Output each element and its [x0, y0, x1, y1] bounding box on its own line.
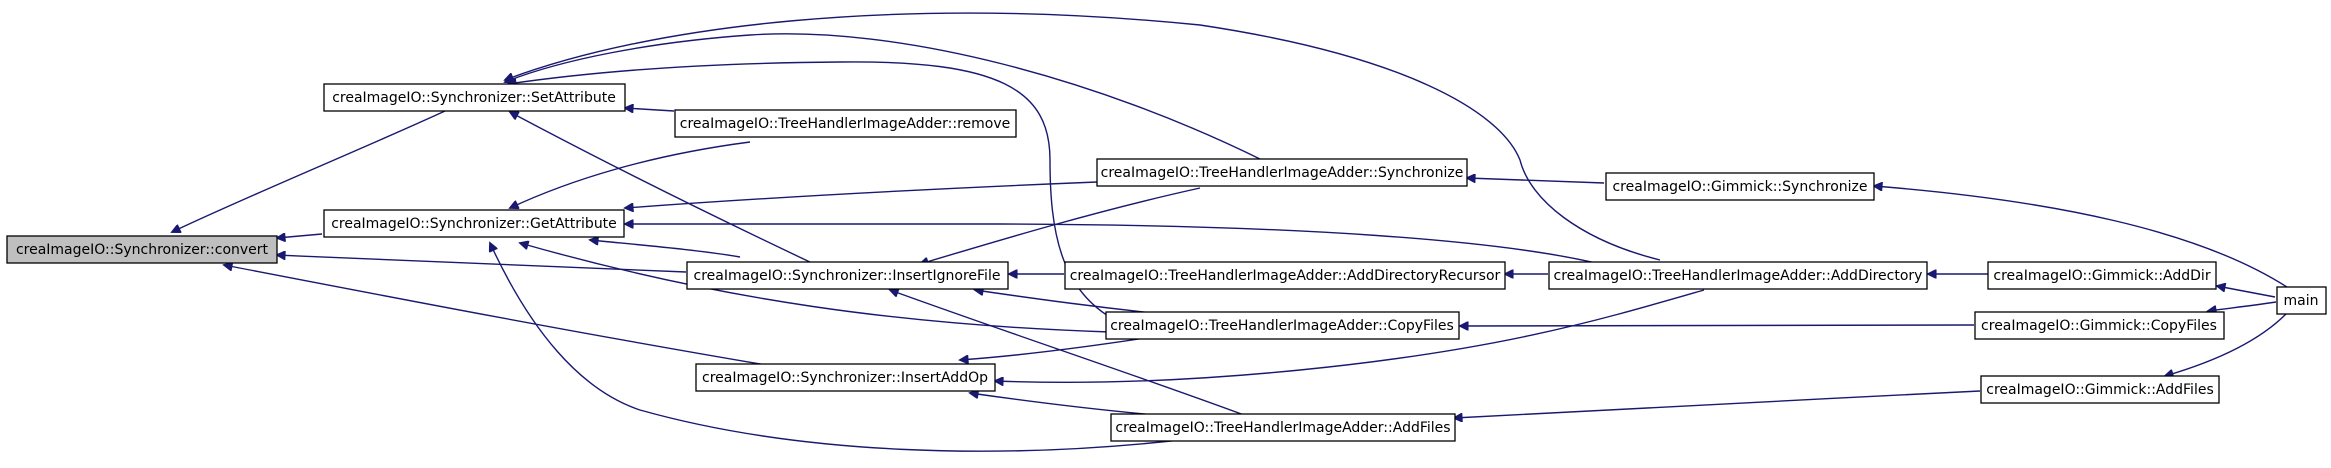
edge-remove-setattr [625, 108, 675, 111]
node-gimmick-adddir[interactable]: creaImageIO::Gimmick::AddDir [1987, 261, 2217, 290]
edge-insertaddop-convert [224, 265, 767, 366]
node-label: creaImageIO::TreeHandlerImageAdder::AddD… [1554, 268, 1923, 284]
node-insertaddop[interactable]: creaImageIO::Synchronizer::InsertAddOp [695, 363, 996, 392]
edge-thiasync-getattr [625, 181, 1098, 208]
edge-adddir-getattr [625, 224, 1601, 265]
node-label: main [2284, 293, 2319, 309]
node-thia-adddirectoryrecursor[interactable]: creaImageIO::TreeHandlerImageAdder::AddD… [1064, 261, 1506, 290]
edge-copyfiles-setattr [508, 61, 1116, 321]
node-label: creaImageIO::Synchronizer::GetAttribute [331, 216, 617, 232]
edge-setattr-convert [172, 110, 446, 232]
node-label: creaImageIO::Gimmick::AddFiles [1986, 382, 2214, 398]
edge-gaddfiles-addfiles [1454, 390, 1981, 418]
edge-insertignore-convert [277, 255, 687, 273]
edge-thiasync-insertignore [920, 187, 1201, 264]
node-label: creaImageIO::Synchronizer::SetAttribute [332, 90, 616, 106]
node-getattr[interactable]: creaImageIO::Synchronizer::GetAttribute [323, 209, 625, 238]
node-remove[interactable]: creaImageIO::TreeHandlerImageAdder::remo… [674, 109, 1017, 138]
node-label: creaImageIO::TreeHandlerImageAdder::AddD… [1070, 268, 1501, 284]
edge-adddir-insertaddop [995, 289, 1705, 382]
node-convert[interactable]: creaImageIO::Synchronizer::convert [6, 235, 278, 264]
node-thia-adddirectory[interactable]: creaImageIO::TreeHandlerImageAdder::AddD… [1548, 261, 1928, 290]
edge-insertignore-setattr [510, 112, 813, 264]
edge-addfiles-insertaddop [970, 393, 1156, 416]
node-label: creaImageIO::TreeHandlerImageAdder::Sync… [1101, 165, 1464, 181]
node-label: creaImageIO::Gimmick::AddDir [1993, 268, 2210, 284]
edge-copyfiles-insertaddop [960, 336, 1153, 360]
node-thia-copyfiles[interactable]: creaImageIO::TreeHandlerImageAdder::Copy… [1105, 311, 1460, 340]
node-label: creaImageIO::TreeHandlerImageAdder::remo… [680, 116, 1010, 132]
node-label: creaImageIO::Synchronizer::InsertAddOp [702, 370, 988, 386]
node-gimmick-addfiles[interactable]: creaImageIO::Gimmick::AddFiles [1980, 375, 2220, 404]
edge-gsync-thiasync [1467, 178, 1605, 184]
edge-adddir-setattr [505, 12, 1661, 261]
node-setattr[interactable]: creaImageIO::Synchronizer::SetAttribute [323, 83, 626, 112]
node-thia-synchronize[interactable]: creaImageIO::TreeHandlerImageAdder::Sync… [1096, 158, 1468, 187]
edge-main-gcopyfiles [2208, 301, 2277, 311]
node-label: creaImageIO::Synchronizer::InsertIgnoreF… [694, 268, 1001, 284]
node-gimmick-copyfiles[interactable]: creaImageIO::Gimmick::CopyFiles [1974, 311, 2225, 340]
edge-main-gaddfiles [2165, 313, 2287, 376]
node-insertignore[interactable]: creaImageIO::Synchronizer::InsertIgnoreF… [686, 261, 1009, 290]
edge-main-gsync [1874, 186, 2291, 290]
edge-addfiles-insertignore [890, 290, 1245, 416]
edge-thiasync-setattr [505, 33, 1263, 161]
node-label: creaImageIO::TreeHandlerImageAdder::AddF… [1115, 420, 1450, 436]
node-label: creaImageIO::Synchronizer::convert [16, 242, 269, 258]
node-label: creaImageIO::Gimmick::CopyFiles [1981, 318, 2217, 334]
edge-gcopyfiles-copyfiles [1460, 325, 1975, 326]
edges [172, 12, 2291, 452]
edge-addfiles-getattr [490, 243, 1181, 452]
edge-insertignore-getattr [590, 240, 741, 258]
node-gimmick-synchronize[interactable]: creaImageIO::Gimmick::Synchronize [1605, 172, 1875, 201]
edge-remove-getattr [510, 141, 751, 208]
edge-copyfiles-getattr [520, 243, 1111, 333]
node-label: creaImageIO::TreeHandlerImageAdder::Copy… [1110, 318, 1454, 334]
edge-getattr-convert [277, 234, 323, 238]
node-main[interactable]: main [2276, 286, 2327, 315]
node-label: creaImageIO::Gimmick::Synchronize [1612, 179, 1867, 195]
node-thia-addfiles[interactable]: creaImageIO::TreeHandlerImageAdder::AddF… [1110, 413, 1456, 442]
edge-main-gadddir [2217, 286, 2276, 298]
nodes: creaImageIO::Synchronizer::convert creaI… [6, 83, 2327, 442]
